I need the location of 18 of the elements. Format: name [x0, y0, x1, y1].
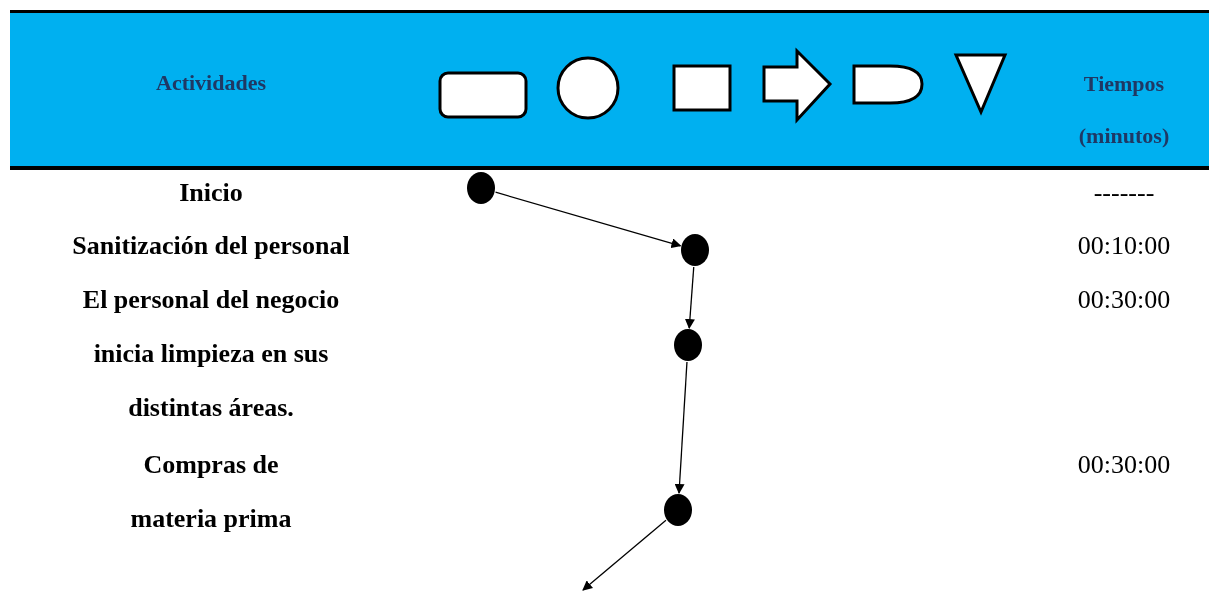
- flow-dot: [681, 234, 709, 266]
- activity-text: Sanitización del personal: [71, 230, 351, 262]
- activity-text: Compras de materia prima: [129, 449, 293, 535]
- activity-text: Inicio: [178, 177, 244, 209]
- column-header: Tiempos (minutos): [1077, 70, 1171, 150]
- time-text: 00:30:00: [1076, 449, 1172, 481]
- activity-text: El personal del negocio inicia limpieza en sus distintas áreas.: [81, 284, 341, 424]
- time-text: -------: [1092, 177, 1156, 209]
- arrow: [582, 519, 667, 591]
- time-text: 00:30:00: [1076, 284, 1172, 316]
- arrow: [674, 361, 688, 495]
- flow-dot: [467, 172, 495, 204]
- time-text: 00:10:00: [1076, 230, 1172, 262]
- arrow: [494, 191, 682, 249]
- flow-dot: [674, 329, 702, 361]
- column-header: Actividades: [155, 69, 267, 97]
- arrow: [684, 266, 695, 330]
- flow-dot: [664, 494, 692, 526]
